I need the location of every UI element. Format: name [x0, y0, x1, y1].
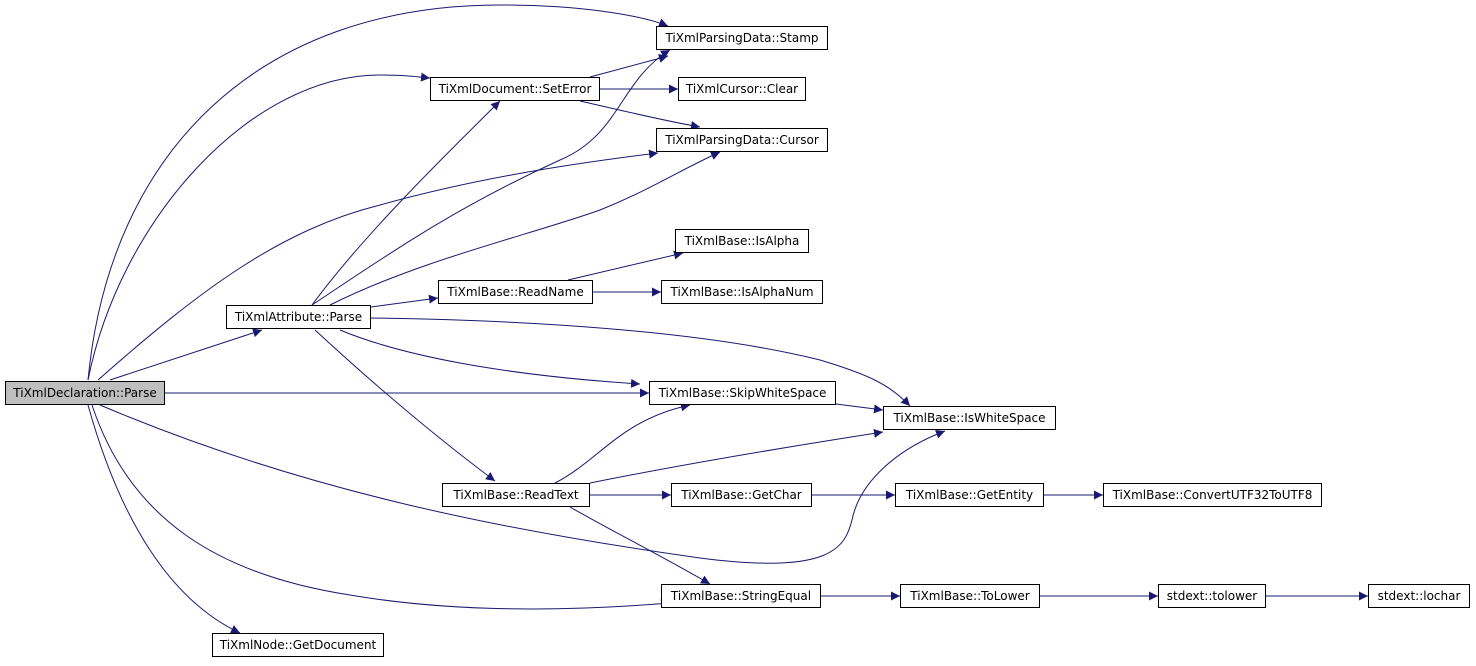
edge-readtext-to-skipwhitespace: [554, 402, 691, 484]
node-stdext-lochar[interactable]: stdext::lochar: [1368, 584, 1470, 608]
edge-seterror-to-stamp: [589, 53, 669, 78]
edge-readtext-to-iswhitespace: [589, 428, 884, 484]
node-stdext-tolower[interactable]: stdext::tolower: [1158, 584, 1266, 608]
edge-attribute-to-seterror: [311, 100, 501, 306]
edge-declaration-to-cursor: [97, 149, 659, 381]
node-cursor-clear[interactable]: TiXmlCursor::Clear: [678, 77, 806, 101]
node-parsingdata-stamp[interactable]: TiXmlParsingData::Stamp: [656, 26, 828, 50]
edge-attribute-to-readname: [370, 294, 439, 308]
edge-attribute-to-iswhitespace: [370, 317, 911, 407]
node-isalphanum[interactable]: TiXmlBase::IsAlphaNum: [661, 280, 823, 304]
edge-declaration-to-iswhitespace: [99, 404, 946, 564]
node-attribute-parse[interactable]: TiXmlAttribute::Parse: [226, 305, 371, 329]
edge-seterror-to-cursor: [579, 100, 701, 130]
node-getdocument[interactable]: TiXmlNode::GetDocument: [212, 633, 384, 657]
edge-attribute-to-cursor: [329, 151, 721, 306]
edge-readtext-to-stringequal: [569, 506, 711, 585]
node-getchar[interactable]: TiXmlBase::GetChar: [671, 483, 812, 507]
node-declaration-parse[interactable]: TiXmlDeclaration::Parse: [5, 381, 165, 405]
node-parsingdata-cursor[interactable]: TiXmlParsingData::Cursor: [656, 128, 828, 152]
node-skipwhitespace[interactable]: TiXmlBase::SkipWhiteSpace: [649, 381, 836, 405]
node-convertutf32[interactable]: TiXmlBase::ConvertUTF32ToUTF8: [1103, 483, 1322, 507]
edge-readname-to-isalpha: [567, 250, 684, 281]
edge-attribute-to-stamp: [311, 49, 671, 306]
edge-declaration-to-stringequal: [91, 404, 671, 610]
node-tolower[interactable]: TiXmlBase::ToLower: [900, 584, 1040, 608]
edge-declaration-to-getdocument: [87, 404, 241, 634]
edge-attribute-to-skipwhitespace: [339, 329, 641, 388]
node-stringequal[interactable]: TiXmlBase::StringEqual: [661, 584, 821, 608]
edge-attribute-to-readtext: [314, 329, 496, 482]
node-iswhitespace[interactable]: TiXmlBase::IsWhiteSpace: [883, 406, 1056, 430]
edge-skipwhitespace-to-iswhitespace: [835, 403, 884, 414]
edge-declaration-to-attribute-parse: [109, 328, 263, 381]
node-readname[interactable]: TiXmlBase::ReadName: [438, 280, 593, 304]
node-isalpha[interactable]: TiXmlBase::IsAlpha: [675, 229, 809, 253]
edge-declaration-to-seterror: [87, 72, 431, 381]
node-readtext[interactable]: TiXmlBase::ReadText: [442, 483, 590, 507]
node-seterror[interactable]: TiXmlDocument::SetError: [430, 77, 600, 101]
node-getentity[interactable]: TiXmlBase::GetEntity: [895, 483, 1044, 507]
edge-declaration-to-stamp: [87, 4, 669, 381]
